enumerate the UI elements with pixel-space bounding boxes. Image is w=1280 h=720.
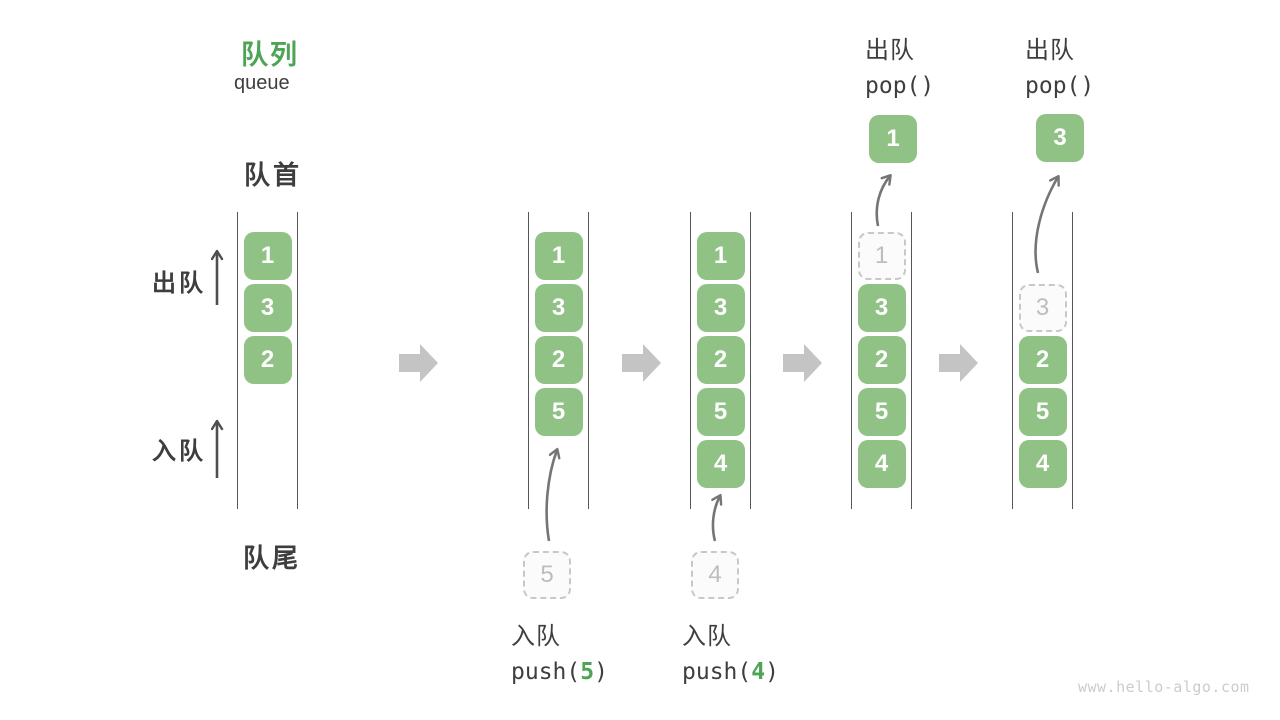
push-5-connector-arrow bbox=[545, 450, 557, 542]
queue-state-after-push-4: 1 3 2 5 4 bbox=[690, 212, 751, 509]
queue-cell: 2 bbox=[857, 336, 906, 384]
op-label: 入队 bbox=[682, 623, 732, 650]
op-code-arg: 4 bbox=[751, 659, 766, 685]
op-enqueue-4: 入队 push(4) bbox=[682, 616, 779, 685]
pop-1-connector-arrow bbox=[875, 176, 890, 227]
op-code-pre: push( bbox=[682, 659, 752, 685]
queue-cell: 5 bbox=[857, 388, 906, 436]
watermark: www.hello-algo.com bbox=[1078, 678, 1250, 696]
op-dequeue-1: 出队 pop() bbox=[865, 30, 934, 99]
step-arrow-icon bbox=[622, 344, 661, 382]
op-code: pop() bbox=[1025, 73, 1094, 99]
incoming-value-ghost-cell: 4 bbox=[691, 551, 739, 599]
queue-cell: 2 bbox=[1018, 336, 1067, 384]
op-code-arg: 5 bbox=[580, 659, 595, 685]
queue-cell: 3 bbox=[696, 284, 745, 332]
queue-cell: 2 bbox=[534, 336, 583, 384]
op-code: push(5) bbox=[511, 659, 608, 685]
step-arrow-icon bbox=[399, 344, 438, 382]
op-code-pre: push( bbox=[511, 659, 581, 685]
queue-cell: 5 bbox=[534, 388, 583, 436]
queue-cell: 4 bbox=[1018, 440, 1067, 488]
queue-cell: 2 bbox=[243, 336, 292, 384]
queue-cell: 4 bbox=[857, 440, 906, 488]
op-label: 入队 bbox=[511, 623, 561, 650]
op-dequeue-3: 出队 pop() bbox=[1025, 30, 1094, 99]
removed-value-ghost-cell: 1 bbox=[857, 232, 906, 280]
op-code-post: ) bbox=[594, 659, 608, 685]
step-arrow-icon bbox=[939, 344, 978, 382]
removed-value-ghost-cell: 3 bbox=[1018, 284, 1067, 332]
op-code-post: ) bbox=[765, 659, 779, 685]
pop-3-connector-arrow bbox=[1034, 177, 1058, 274]
popped-value-cell: 1 bbox=[869, 115, 917, 163]
queue-cell: 2 bbox=[696, 336, 745, 384]
op-enqueue-5: 入队 push(5) bbox=[511, 616, 608, 685]
queue-cell: 5 bbox=[696, 388, 745, 436]
incoming-value-ghost-cell: 5 bbox=[523, 551, 571, 599]
queue-cell: 4 bbox=[696, 440, 745, 488]
op-code-pre: pop() bbox=[1025, 73, 1095, 99]
queue-cell: 1 bbox=[243, 232, 292, 280]
diagram-title-en: queue bbox=[234, 72, 290, 94]
op-code: pop() bbox=[865, 73, 934, 99]
push-4-connector-arrow bbox=[713, 496, 720, 542]
queue-state-after-pop-3: 3 2 5 4 bbox=[1012, 212, 1073, 509]
queue-cell: 3 bbox=[534, 284, 583, 332]
queue-cell: 3 bbox=[857, 284, 906, 332]
op-code: push(4) bbox=[682, 659, 779, 685]
diagram-title-zh: 队列 bbox=[241, 40, 299, 70]
queue-state-initial: 1 3 2 bbox=[237, 212, 298, 509]
label-enqueue-side: 入队 bbox=[152, 438, 206, 465]
queue-cell: 1 bbox=[534, 232, 583, 280]
op-label: 出队 bbox=[865, 37, 915, 64]
queue-state-after-push-5: 1 3 2 5 bbox=[528, 212, 589, 509]
queue-cell: 3 bbox=[243, 284, 292, 332]
popped-value-cell: 3 bbox=[1036, 114, 1084, 162]
queue-cell: 1 bbox=[696, 232, 745, 280]
queue-state-after-pop-1: 1 3 2 5 4 bbox=[851, 212, 912, 509]
label-dequeue-side: 出队 bbox=[152, 270, 206, 297]
op-code-pre: pop() bbox=[865, 73, 935, 99]
op-label: 出队 bbox=[1025, 37, 1075, 64]
label-queue-front: 队首 bbox=[244, 160, 303, 190]
label-queue-rear: 队尾 bbox=[243, 543, 302, 573]
queue-cell: 5 bbox=[1018, 388, 1067, 436]
step-arrow-icon bbox=[783, 344, 822, 382]
